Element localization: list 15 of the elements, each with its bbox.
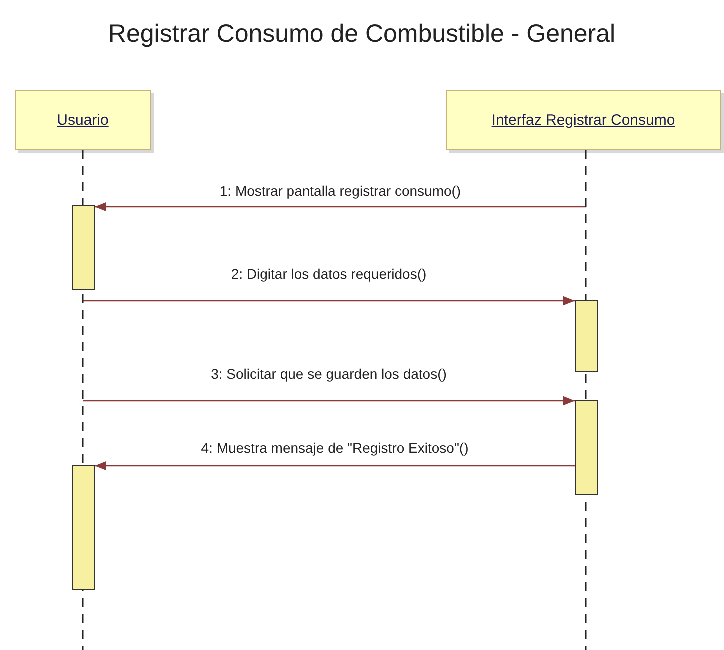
- message-label: 1: Mostrar pantalla registrar consumo(): [220, 183, 462, 199]
- activation-bar: [72, 205, 95, 290]
- activation-bar: [72, 465, 95, 590]
- message-label: 2: Digitar los datos requeridos(): [231, 266, 427, 282]
- lifeline-header: Usuario: [15, 90, 151, 150]
- diagram-title: Registrar Consumo de Combustible - General: [107, 20, 617, 49]
- message-arrow: [83, 296, 575, 306]
- message-arrow: [95, 202, 586, 212]
- lifeline-header: Interfaz Registrar Consumo: [446, 90, 721, 150]
- message-arrow: [83, 396, 575, 406]
- message-arrow: [95, 461, 575, 471]
- message-label: 4: Muestra mensaje de "Registro Exitoso"(): [201, 440, 469, 456]
- activation-bar: [575, 300, 598, 372]
- activation-bar: [575, 400, 598, 495]
- message-label: 3: Solicitar que se guarden los datos(): [211, 366, 447, 382]
